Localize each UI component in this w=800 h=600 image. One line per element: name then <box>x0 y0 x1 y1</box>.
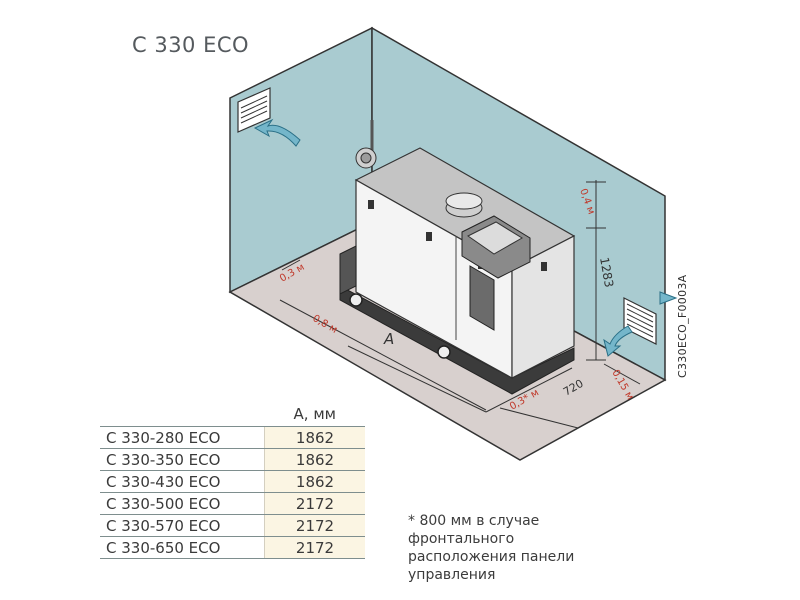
model-name: C 330-430 ECO <box>100 470 265 493</box>
length-value: 1862 <box>264 470 365 493</box>
model-name: C 330-650 ECO <box>100 536 265 559</box>
model-name: C 330-280 ECO <box>100 426 265 449</box>
footnote: * 800 мм в случае фронтального расположе… <box>408 513 575 583</box>
table-header-length: A, мм <box>293 405 336 423</box>
dimension-lines <box>279 180 641 429</box>
boiler-side <box>511 235 575 379</box>
airflow-arrow-outside <box>659 291 678 305</box>
flue-pipe <box>355 120 377 169</box>
vent-grille-left <box>237 87 271 133</box>
table-row: C 330-430 ECO 1862 <box>100 470 365 493</box>
side-connection <box>339 245 357 295</box>
boiler <box>339 147 576 395</box>
table-header-model <box>100 402 265 427</box>
model-name: C 330-570 ECO <box>100 514 265 537</box>
wheel-left <box>349 293 363 307</box>
length-value: 2172 <box>264 492 365 515</box>
table-row: C 330-280 ECO 1862 <box>100 426 365 449</box>
length-value: 2172 <box>264 536 365 559</box>
table-row: C 330-500 ECO 2172 <box>100 492 365 515</box>
dim-height: 1283 <box>597 256 616 289</box>
vent-grille-right <box>623 297 657 345</box>
length-value: 1862 <box>264 448 365 471</box>
model-name: C 330-350 ECO <box>100 448 265 471</box>
table-row: C 330-350 ECO 1862 <box>100 448 365 471</box>
dimension-table: A, мм C 330-280 ECO 1862 C 330-350 ECO 1… <box>100 402 365 559</box>
wheel-right <box>437 345 451 359</box>
airflow-arrow-left <box>253 118 301 147</box>
model-name: C 330-500 ECO <box>100 492 265 515</box>
length-value: 1862 <box>264 426 365 449</box>
table-row: C 330-650 ECO 2172 <box>100 536 365 559</box>
dim-length-label: A <box>383 330 394 348</box>
length-value: 2172 <box>264 514 365 537</box>
airflow-arrow-right <box>603 325 633 357</box>
drawing-code: C330ECO_F0003A <box>676 274 689 378</box>
page-title: C 330 ECO <box>132 33 250 57</box>
table-row: C 330-570 ECO 2172 <box>100 514 365 537</box>
